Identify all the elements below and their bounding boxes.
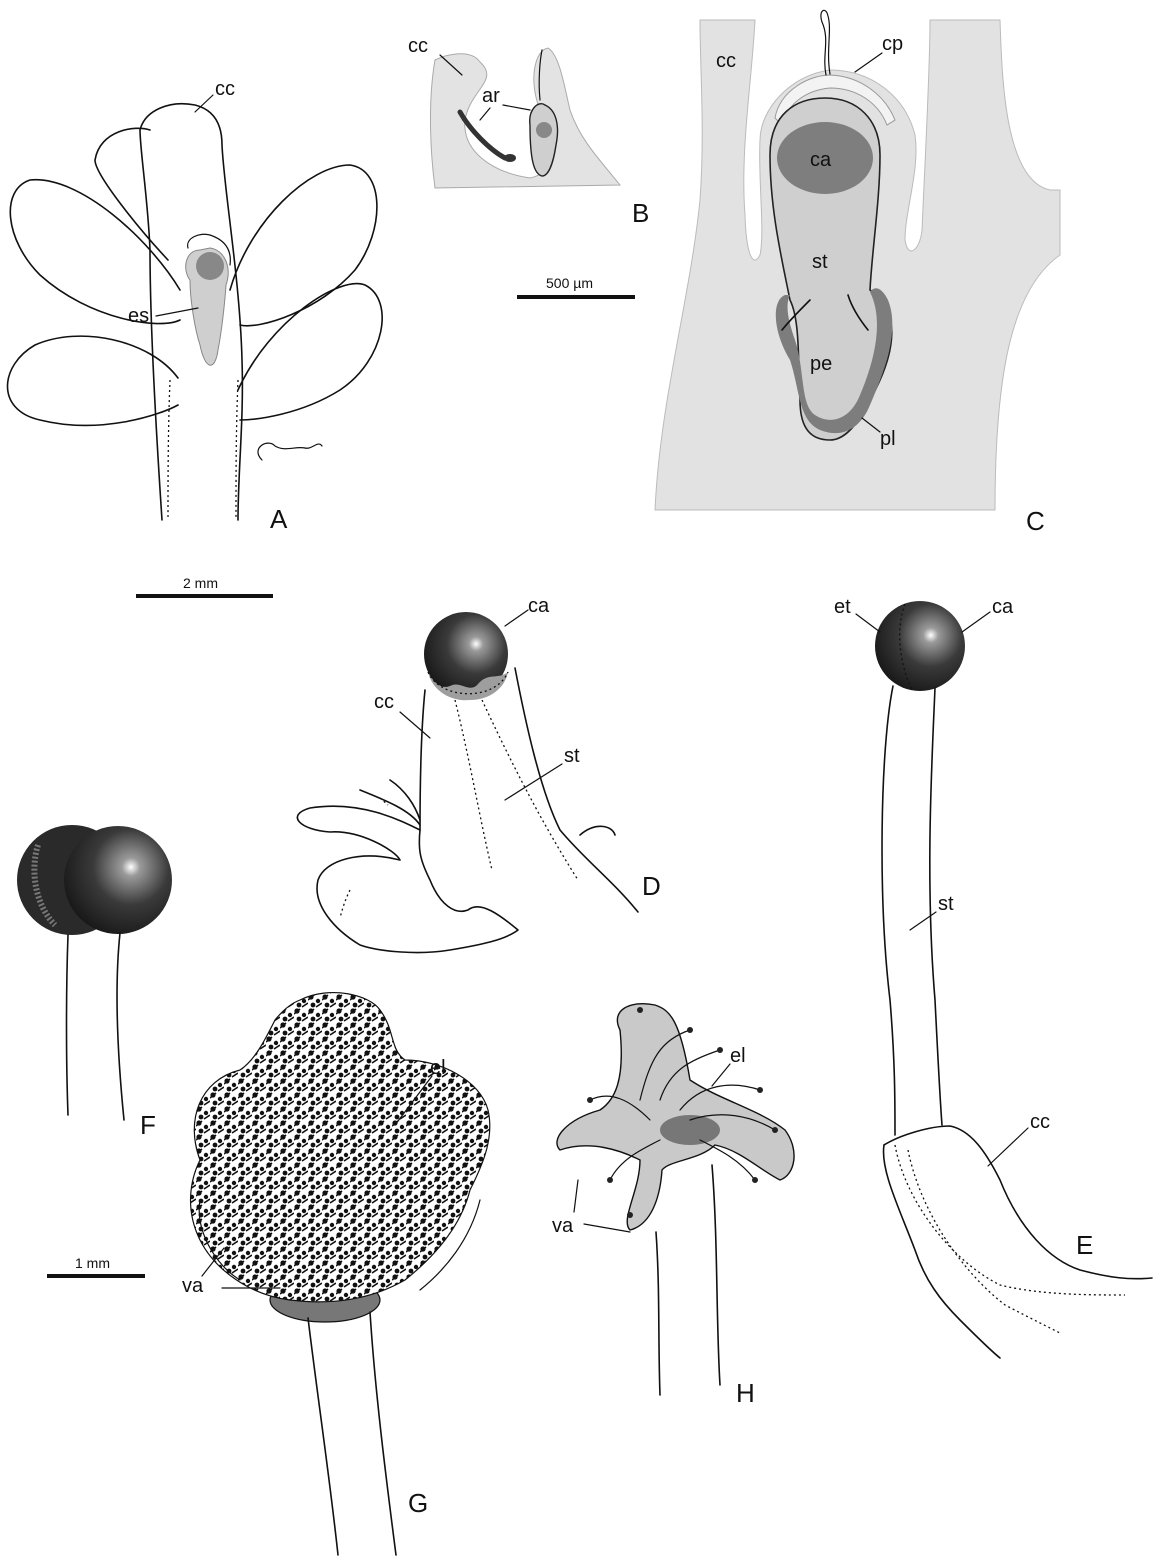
- panel-c-label-ca: ca: [810, 149, 832, 171]
- panel-e-label-cc: cc: [1030, 1111, 1050, 1133]
- panel-b-label-ar: ar: [482, 85, 500, 107]
- scale-bar-500um: 500 µm: [517, 275, 635, 299]
- panel-h-label-va: va: [552, 1215, 574, 1237]
- panel-b-label-cc: cc: [408, 35, 428, 57]
- panel-h-letter: H: [736, 1378, 755, 1408]
- panel-e-capsule: [875, 601, 965, 691]
- panel-d-label-cc: cc: [374, 691, 394, 713]
- panel-g: el va G: [182, 993, 490, 1555]
- panel-d: ca cc st D: [297, 595, 660, 952]
- panel-a-label-es: es: [128, 305, 149, 327]
- panel-d-label-st: st: [564, 745, 580, 767]
- panel-f: F: [17, 825, 172, 1140]
- panel-h-valves: [557, 1004, 794, 1230]
- panel-a-label-cc: cc: [215, 78, 235, 100]
- scale-1mm-label: 1 mm: [75, 1255, 110, 1271]
- panel-a-leaf-left-upper: [10, 180, 180, 324]
- panel-c-label-cc: cc: [716, 50, 736, 72]
- panel-a-signature: [258, 443, 322, 460]
- panel-e-letter: E: [1076, 1230, 1093, 1260]
- scale-bar-2mm: 2 mm: [136, 575, 273, 598]
- panel-a-leaf-right-lower: [238, 284, 382, 420]
- panel-a-stem: [140, 104, 242, 520]
- panel-c-label-pl: pl: [880, 428, 896, 450]
- panel-f-letter: F: [140, 1110, 156, 1140]
- panel-c-letter: C: [1026, 506, 1045, 536]
- panel-g-letter: G: [408, 1488, 428, 1518]
- panel-a: cc es A: [8, 78, 383, 534]
- panel-d-leaves: [297, 806, 518, 952]
- panel-c-label-pe: pe: [810, 353, 832, 375]
- scale-bar-1mm: 1 mm: [47, 1255, 145, 1278]
- panel-g-label-va: va: [182, 1275, 204, 1297]
- panel-a-leaf-right-upper: [230, 165, 377, 326]
- panel-e: et ca st cc E: [834, 596, 1152, 1358]
- panel-a-letter: A: [270, 504, 288, 534]
- panel-b-tissue: [430, 48, 620, 188]
- scale-2mm-label: 2 mm: [183, 575, 218, 591]
- panel-g-spore-mass: [191, 993, 490, 1302]
- scale-500um-label: 500 µm: [546, 275, 593, 291]
- panel-b-letter: B: [632, 198, 649, 228]
- panel-a-capsule: [196, 252, 224, 280]
- panel-c-label-st: st: [812, 251, 828, 273]
- panel-d-letter: D: [642, 871, 661, 901]
- panel-f-capsule: [64, 826, 172, 934]
- panel-e-label-ca: ca: [992, 596, 1014, 618]
- panel-h-label-el: el: [730, 1045, 746, 1067]
- panel-e-label-st: st: [938, 893, 954, 915]
- panel-d-label-ca: ca: [528, 595, 550, 617]
- panel-a-leaf-left-mid: [95, 128, 168, 260]
- panel-c: cc cp ca st pe pl C: [655, 10, 1060, 536]
- panel-b: cc ar B: [408, 35, 649, 228]
- panel-e-calyptra: [884, 1126, 1152, 1279]
- panel-c-label-cp: cp: [882, 33, 903, 55]
- panel-e-label-et: et: [834, 596, 851, 618]
- panel-h: el va H: [552, 1004, 794, 1408]
